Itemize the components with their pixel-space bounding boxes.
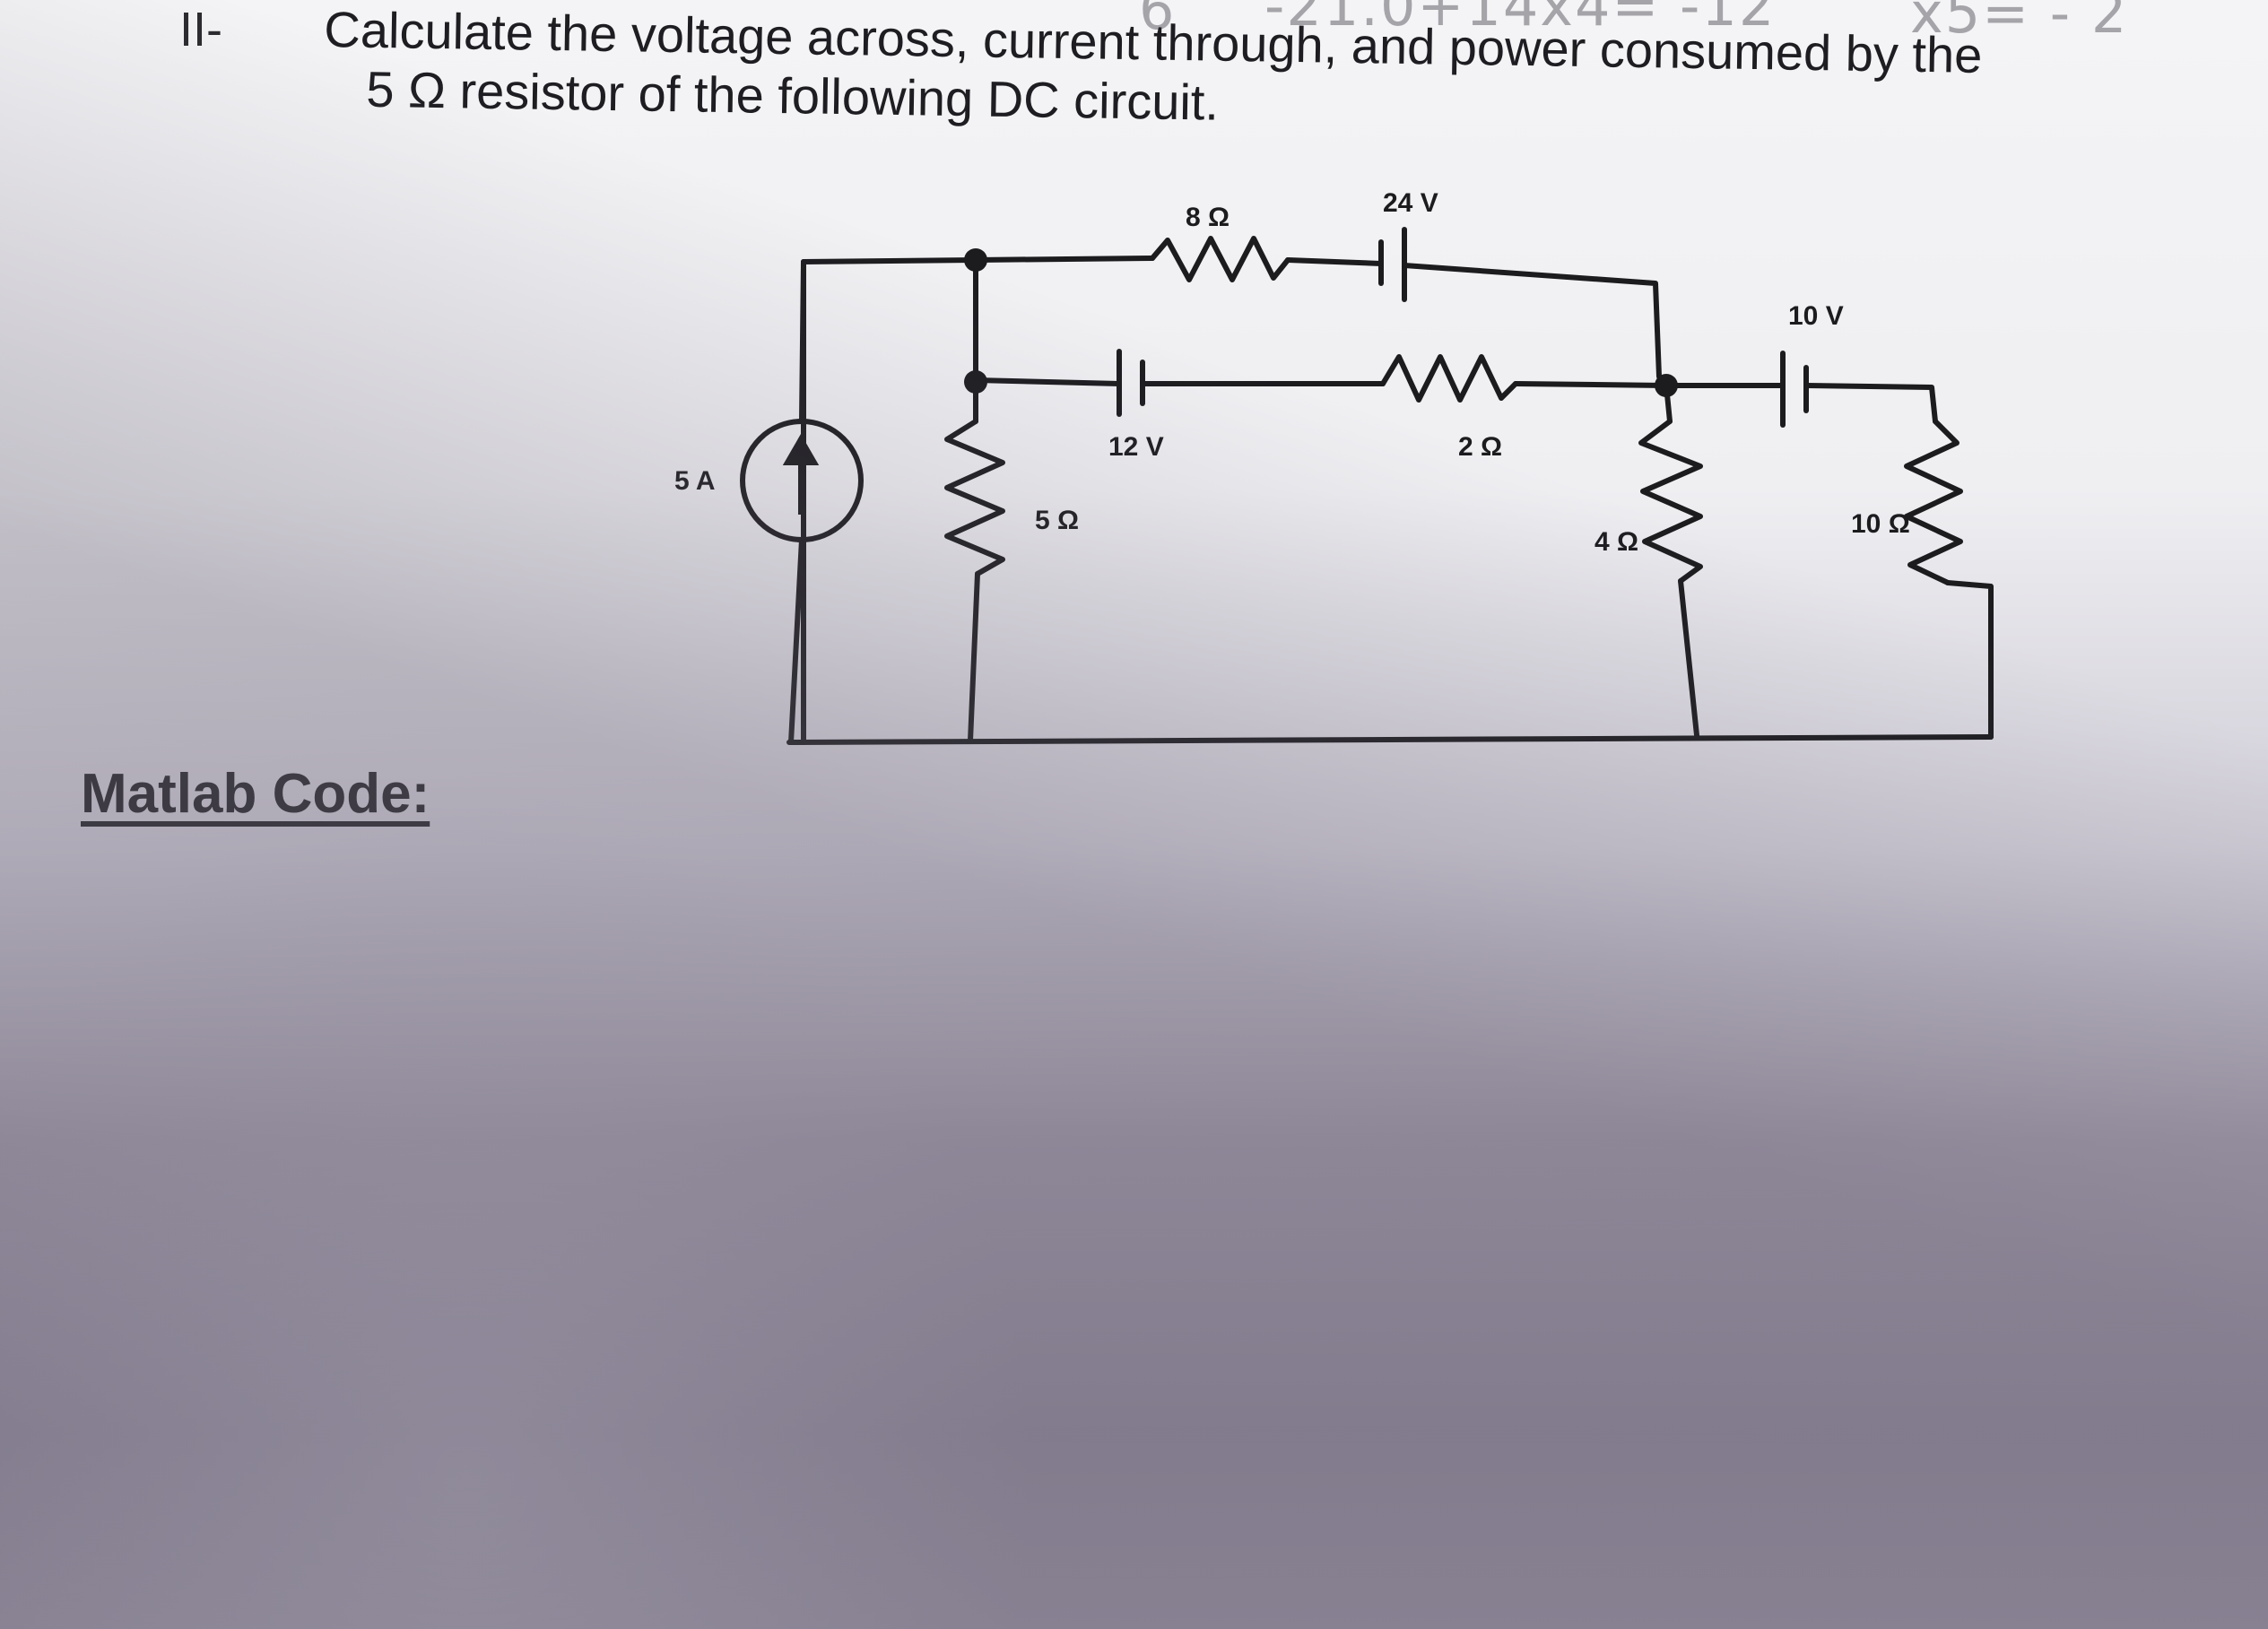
label-5-a: 5 A [674,466,716,496]
resistor-4-ohm [1638,419,1703,584]
wire-source-top [799,259,806,424]
label-24-v: 24 V [1383,188,1438,218]
label-10-ohm: 10 Ω [1851,509,1910,539]
handwritten-note-left: 6 [1139,0,1177,42]
wire-2ohm-to-node [1513,381,1669,388]
label-8-ohm: 8 Ω [1186,203,1230,232]
wire-mid-to-12v [973,377,1122,386]
wire-bottom [786,734,1994,745]
wire-top-to-8ohm [973,256,1155,263]
wire-10ohm-bottom [1945,580,1994,740]
resistor-5-ohm [944,419,1005,576]
label-2-ohm: 2 Ω [1458,432,1502,462]
matlab-code-label: Matlab Code: [81,763,430,825]
wire-10v-to-10ohm [1803,383,1938,424]
label-10-v: 10 V [1788,301,1844,331]
wire-source-bottom [788,537,804,745]
junction-mid-left [964,370,987,394]
wire-8ohm-to-24v [1285,257,1384,266]
label-5-ohm: 5 Ω [1035,506,1079,535]
wire-5ohm-bottom [968,571,980,743]
wire-24v-to-right [1402,263,1662,379]
label-4-ohm: 4 Ω [1595,527,1638,557]
resistor-8-ohm [1150,236,1290,282]
wire-4ohm-bottom [1678,578,1699,738]
handwritten-note-right: x5= - 2 [1910,0,2129,46]
resistor-10-ohm [1904,419,1963,585]
current-source-arrow-icon [782,433,820,515]
wire-top-left [801,257,978,264]
junction-top [964,248,987,272]
resistor-2-ohm [1380,354,1518,403]
junction-mid-right [1655,374,1678,397]
label-12-v: 12 V [1108,432,1164,462]
handwritten-note-middle: -21.0+14x4= -12 [1264,0,1777,39]
question-number: II- [179,3,222,56]
